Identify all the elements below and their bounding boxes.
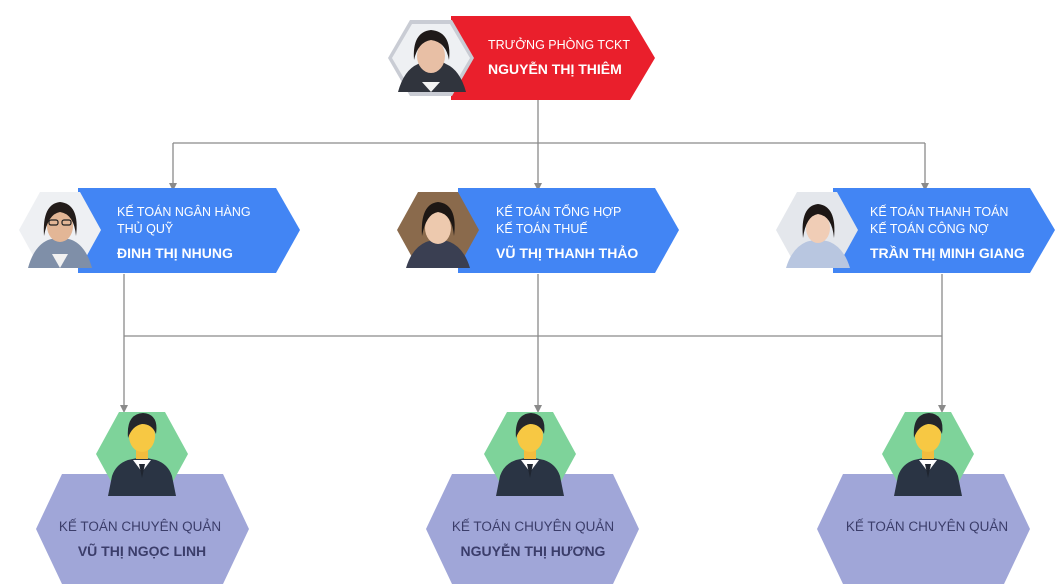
head-avatar [388, 20, 474, 96]
manager-card [78, 188, 300, 273]
manager-name: ĐINH THỊ NHUNG [117, 245, 233, 261]
head-node[interactable]: TRƯỞNG PHÒNG TCKT NGUYỄN THỊ THIÊM [388, 16, 655, 100]
staff-role: KẾ TOÁN CHUYÊN QUẢN [846, 519, 1008, 534]
manager-node[interactable]: KẾ TOÁN NGÂN HÀNG THỦ QUỸ ĐINH THỊ NHUNG [19, 188, 300, 273]
staff-name: VŨ THỊ NGỌC LINH [78, 542, 206, 559]
manager-role-line-1: KẾ TOÁN TỔNG HỢP [496, 204, 621, 219]
manager-avatar [776, 192, 858, 268]
connectors [120, 100, 946, 413]
staff-role: KẾ TOÁN CHUYÊN QUẢN [452, 519, 614, 534]
head-card [451, 16, 655, 100]
manager-role-line-2: KẾ TOÁN THUẾ [496, 221, 588, 236]
manager-card [833, 188, 1055, 273]
person-suit-icon [882, 412, 974, 496]
manager-name: VŨ THỊ THANH THẢO [496, 244, 638, 261]
staff-card [426, 474, 639, 584]
staff-card [36, 474, 249, 584]
manager-node[interactable]: KẾ TOÁN THANH TOÁN KẾ TOÁN CÔNG NỢ TRẦN … [776, 188, 1055, 273]
head-role: TRƯỞNG PHÒNG TCKT [488, 37, 630, 52]
staff-name: NGUYỄN THỊ HƯƠNG [461, 543, 606, 559]
staff-node[interactable]: KẾ TOÁN CHUYÊN QUẢN [817, 412, 1030, 584]
staff-node[interactable]: KẾ TOÁN CHUYÊN QUẢN NGUYỄN THỊ HƯƠNG [426, 412, 639, 584]
manager-role-line-1: KẾ TOÁN THANH TOÁN [870, 204, 1008, 219]
manager-card [458, 188, 679, 273]
staff-role: KẾ TOÁN CHUYÊN QUẢN [59, 519, 221, 534]
head-name: NGUYỄN THỊ THIÊM [488, 60, 622, 77]
manager-role-line-2: KẾ TOÁN CÔNG NỢ [870, 221, 989, 236]
manager-avatar [19, 192, 101, 268]
person-suit-icon [484, 412, 576, 496]
staff-card [817, 474, 1030, 584]
manager-avatar [397, 192, 479, 268]
manager-role-line-2: THỦ QUỸ [117, 221, 174, 236]
manager-name: TRẦN THỊ MINH GIANG [870, 245, 1025, 261]
manager-role-line-1: KẾ TOÁN NGÂN HÀNG [117, 204, 251, 219]
person-suit-icon [96, 412, 188, 496]
staff-node[interactable]: KẾ TOÁN CHUYÊN QUẢN VŨ THỊ NGỌC LINH [36, 412, 249, 584]
manager-node[interactable]: KẾ TOÁN TỔNG HỢP KẾ TOÁN THUẾ VŨ THỊ THA… [397, 188, 679, 273]
